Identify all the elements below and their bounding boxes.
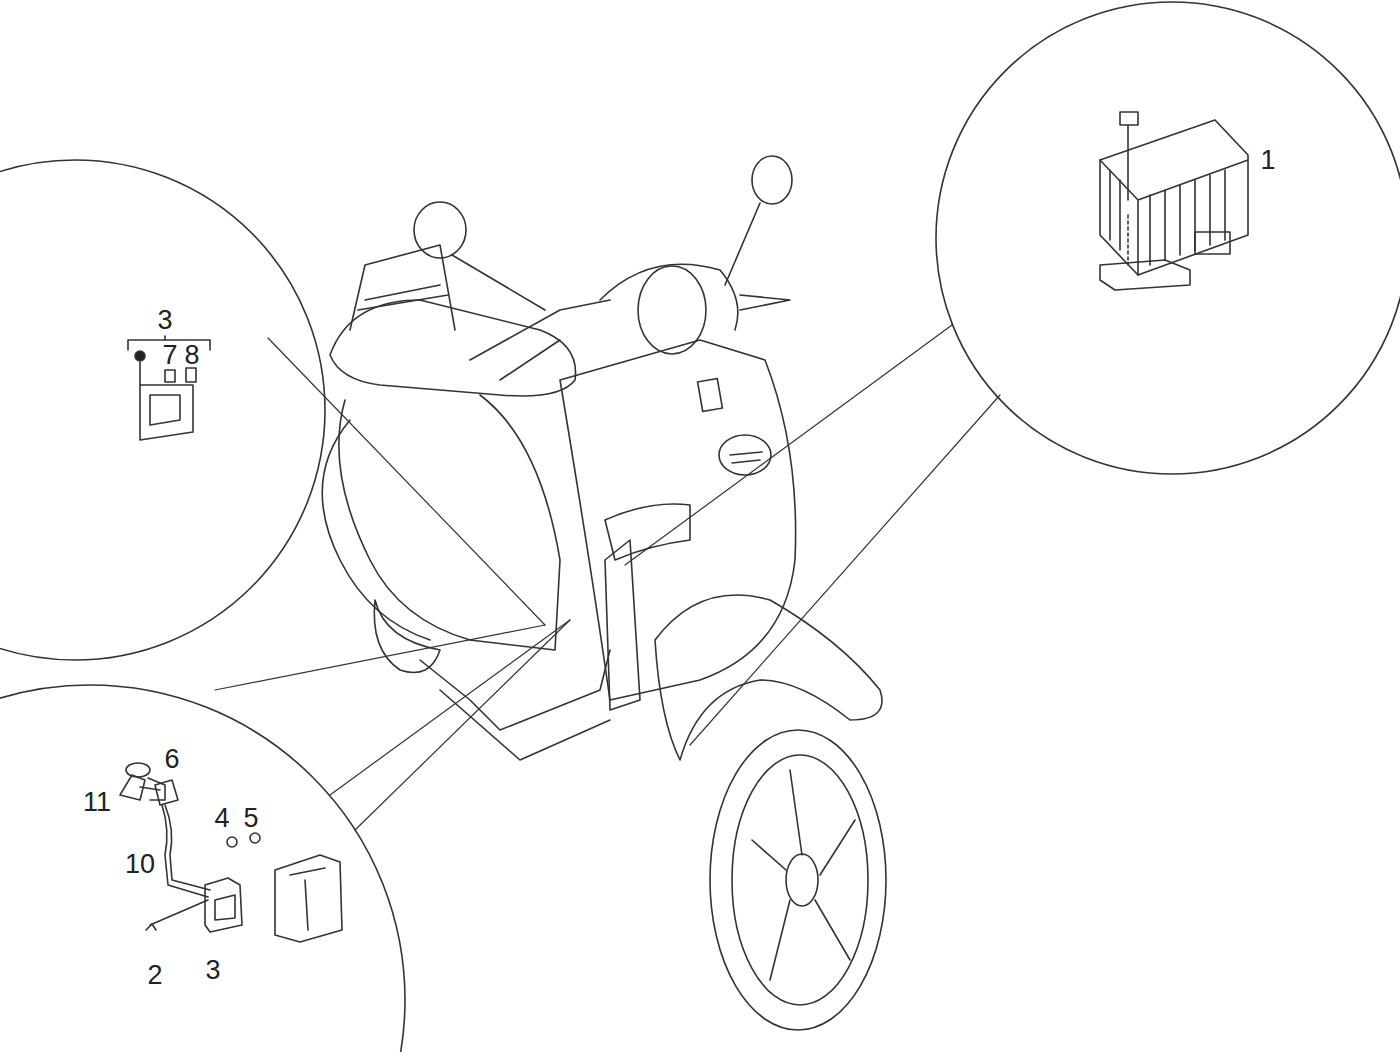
leader-lines bbox=[215, 325, 1000, 830]
callout-number: 3 bbox=[157, 307, 172, 334]
detail-circle bbox=[0, 160, 325, 660]
callout-number: 6 bbox=[164, 746, 179, 773]
detail-circle bbox=[0, 685, 405, 1052]
callout-number: 5 bbox=[243, 805, 258, 832]
spark-parts bbox=[120, 763, 342, 942]
callout-number: 10 bbox=[125, 851, 155, 878]
connector-part bbox=[128, 336, 210, 440]
callout-number: 11 bbox=[83, 789, 111, 816]
callout-number: 8 bbox=[184, 342, 199, 369]
callout-number: 4 bbox=[214, 805, 229, 832]
callout-number: 1 bbox=[1260, 147, 1275, 174]
callout-number: 2 bbox=[147, 962, 162, 989]
callout-number: 3 bbox=[205, 957, 220, 984]
detail-circle bbox=[936, 2, 1400, 474]
callout-number: 7 bbox=[162, 342, 177, 369]
scooter-body bbox=[322, 156, 886, 1030]
regulator-part bbox=[1100, 112, 1248, 290]
